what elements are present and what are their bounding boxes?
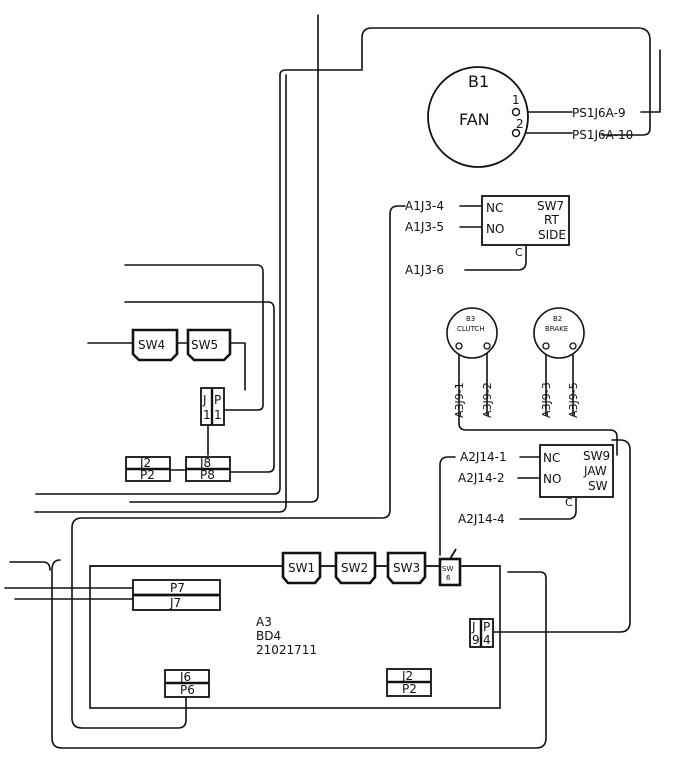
board-part: 21021711 [256,643,317,657]
sw9-wire2: A2J14-2 [458,471,505,485]
sw9-line3: SW [588,479,608,493]
wire-jp9-right [492,439,631,633]
wire-b3-1 [458,347,618,456]
sw3-label: SW3 [393,561,420,575]
jp9-j: J [471,620,476,634]
jp1-j: J [202,393,207,407]
fan-wire2: PS1J6A-10 [572,128,633,142]
jp9-n2: 4 [483,633,491,647]
fan-wire1: PS1J6A-9 [572,106,626,120]
sw7-wire2: A1J3-5 [405,220,444,234]
sw7-line2: RT [544,213,559,227]
fan-pin1-terminal [511,107,521,117]
j8-label: J8 [199,456,211,470]
b3-ref: B3 [466,315,475,323]
p2-label: P2 [140,468,155,482]
wire-a2j14-4 [519,496,577,520]
sw2-switch [334,551,377,585]
wire-fan-pin1-right [640,49,661,113]
sw9-nc: NC [543,451,560,465]
wire-top-right [279,27,651,136]
wire-a1j3-down [71,205,406,729]
b2-terminal-1 [542,342,550,350]
wire-a2j14-loop [439,456,456,556]
wire-bottom-loop [51,559,547,749]
board-ref: A3 [256,615,272,629]
wire-left-1 [9,561,51,571]
wire-sw-b [124,301,275,473]
jp1-n2: 1 [214,408,222,422]
sw9-line2: JAW [583,464,607,478]
sw7-wire1: A1J3-4 [405,199,444,213]
wire-v2 [35,74,281,495]
sw7-line3: SIDE [538,228,566,242]
sw7-c: C [515,246,523,259]
sw7-no: NO [486,222,504,236]
p7-label: P7 [170,581,185,595]
wire-a1j3-6 [464,244,527,271]
sw9-box [539,444,614,498]
j6-label: J6 [179,670,191,684]
sw4-switch [131,328,179,362]
wire-sw-a [124,264,264,411]
sw9-wire1: A2J14-1 [460,450,507,464]
sw7-name: SW7 [537,199,564,213]
fan-pin2-terminal [511,128,521,138]
fan-ref: B1 [468,72,489,91]
sw1-label: SW1 [288,561,315,575]
sw4-label: SW4 [138,338,165,352]
wire-v1 [129,14,319,503]
b2-ref: B2 [553,315,562,323]
sw6-label-b: 6 [446,574,451,582]
fan-pin1: 1 [512,93,520,107]
p8-label: P8 [200,468,215,482]
wire-sw5-right [229,342,246,391]
sw2-label: SW2 [341,561,368,575]
b3-terminal-2 [483,342,491,350]
sw6-label-a: SW [442,565,453,573]
sw9-no: NO [543,472,561,486]
sw7-box [481,195,570,246]
sw6-actuator [449,548,457,560]
wire-fan-loop [34,74,287,513]
b3-name: CLUTCH [457,325,485,333]
sw5-switch [186,328,232,362]
sw7-nc: NC [486,201,503,215]
fan-name: FAN [459,110,490,129]
j7-label: J7 [169,596,181,610]
b2-name: BRAKE [545,325,568,333]
p6-label: P6 [180,683,195,697]
board-name: BD4 [256,629,281,643]
b3-terminal-1 [455,342,463,350]
sw9-name: SW9 [583,449,610,463]
b2-wire1: A3J9-3 [540,382,553,418]
j2b-label: J2 [401,669,413,683]
b3-wire1: A3J9-1 [453,382,466,418]
b3-wire2: A3J9-2 [481,382,494,418]
b2-terminal-2 [569,342,577,350]
jp9-n1: 9 [472,633,480,647]
jp9-p: P [483,620,490,634]
sw3-switch [386,551,427,585]
p2b-label: P2 [402,682,417,696]
sw9-c: C [565,496,573,509]
b2-wire2: A3J9-5 [567,382,580,418]
fan-b1 [427,66,529,168]
jp1-p: P [214,393,221,407]
sw9-wire3: A2J14-4 [458,512,505,526]
fan-pin2: 2 [516,117,524,131]
sw7-wire3: A1J3-6 [405,263,444,277]
j2-label: J2 [139,456,151,470]
jp1-n1: 1 [203,408,211,422]
sw5-label: SW5 [191,338,218,352]
sw1-switch [281,551,322,585]
